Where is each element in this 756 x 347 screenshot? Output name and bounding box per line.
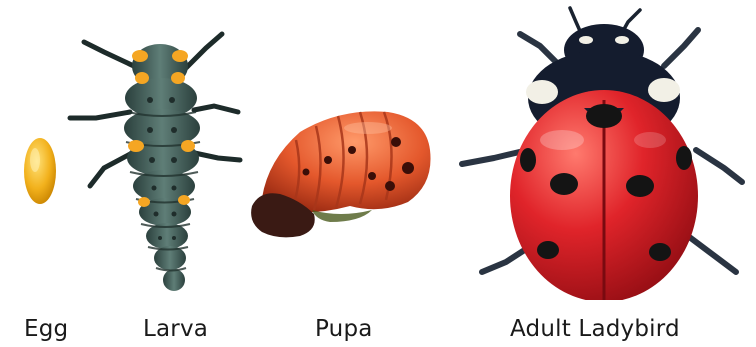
larva-icon	[70, 34, 240, 291]
lifecycle-illustration	[0, 0, 756, 300]
stage-label-adult-ladybird: Adult Ladybird	[510, 316, 680, 342]
egg-icon	[24, 138, 56, 204]
stage-label-egg: Egg	[24, 316, 68, 342]
stage-label-pupa: Pupa	[315, 316, 373, 342]
adult-ladybird-icon	[462, 8, 742, 300]
stage-label-larva: Larva	[143, 316, 208, 342]
pupa-icon	[251, 111, 430, 237]
